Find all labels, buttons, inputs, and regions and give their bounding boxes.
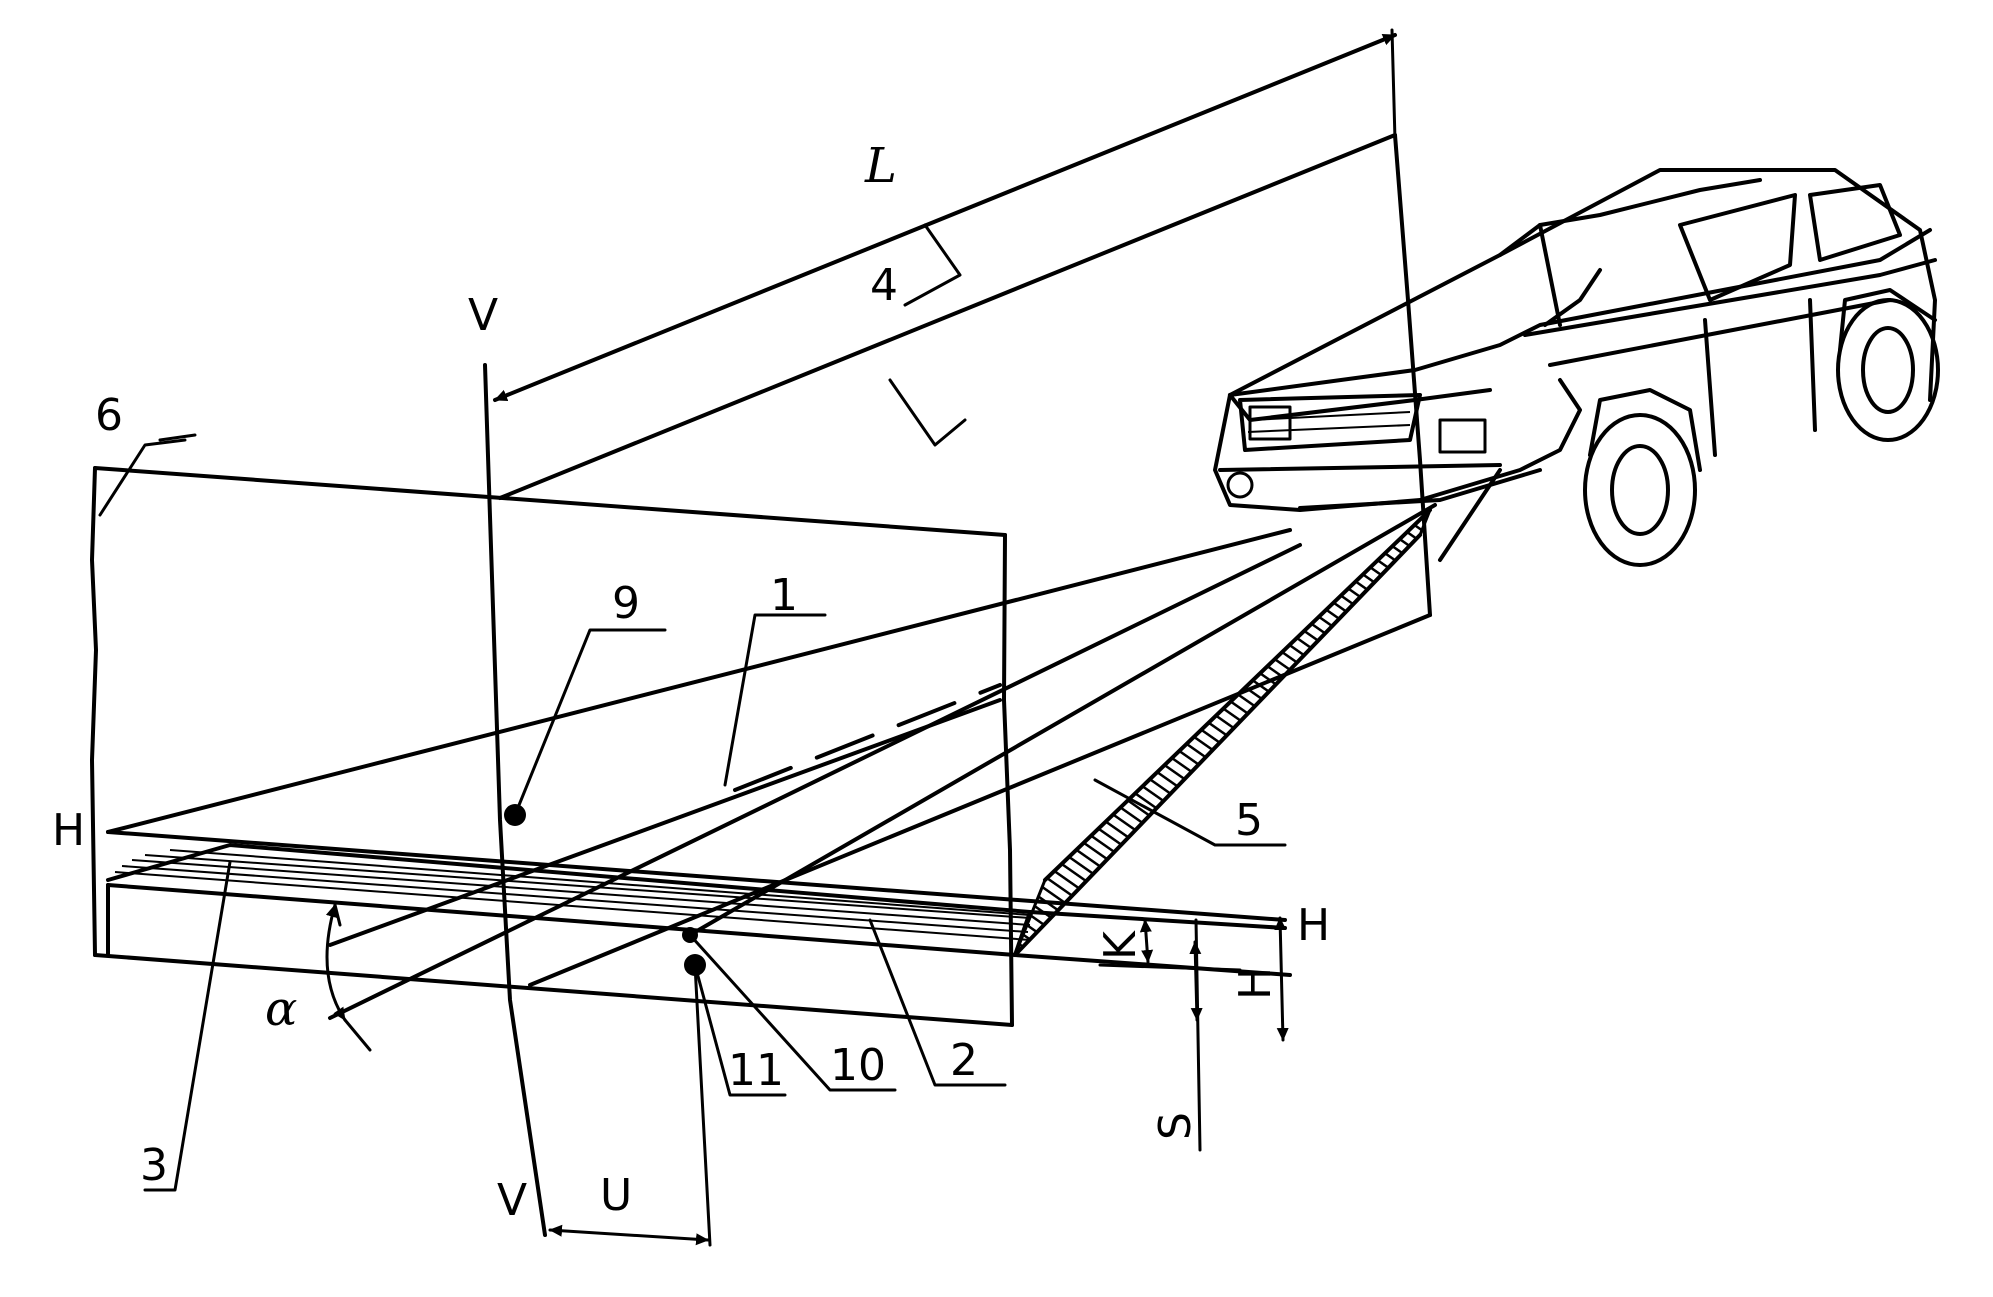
- labels: 1 2 3 4 5 6 9 10 11 L V V H H H K S U α: [52, 138, 1330, 1226]
- label-v-top: V: [468, 290, 498, 341]
- label-6: 6: [95, 390, 123, 441]
- label-5: 5: [1235, 795, 1263, 846]
- label-h-dimension: H: [1230, 967, 1281, 1000]
- label-9: 9: [612, 578, 640, 629]
- leader-lines: [98, 223, 1287, 1192]
- ground-plane-4: [498, 133, 1432, 987]
- label-3: 3: [140, 1140, 168, 1191]
- label-2: 2: [950, 1035, 978, 1086]
- label-u: U: [600, 1170, 632, 1221]
- label-h-right: H: [1297, 900, 1330, 951]
- label-k: K: [1095, 930, 1146, 960]
- label-10: 10: [830, 1040, 886, 1091]
- label-s: S: [1150, 1112, 1201, 1140]
- label-l: L: [864, 138, 897, 194]
- height-dimensions: [1098, 916, 1289, 1152]
- vertical-axis-vv: [483, 363, 547, 1237]
- label-alpha: α: [265, 981, 297, 1037]
- label-1: 1: [770, 570, 798, 621]
- distance-dimension-l: [493, 28, 1397, 402]
- offset-dimension-u: [548, 963, 712, 1247]
- label-h-left: H: [52, 805, 85, 856]
- light-beams: [106, 503, 1437, 1020]
- label-11: 11: [728, 1045, 784, 1096]
- label-4: 4: [870, 260, 898, 311]
- car: [1213, 168, 1940, 567]
- horizontal-line-hh: [106, 830, 1287, 922]
- angle-alpha: [325, 903, 372, 1052]
- hatched-beam-5: [1013, 508, 1432, 957]
- screen-6: [90, 466, 1014, 1027]
- label-v-bottom: V: [497, 1175, 527, 1226]
